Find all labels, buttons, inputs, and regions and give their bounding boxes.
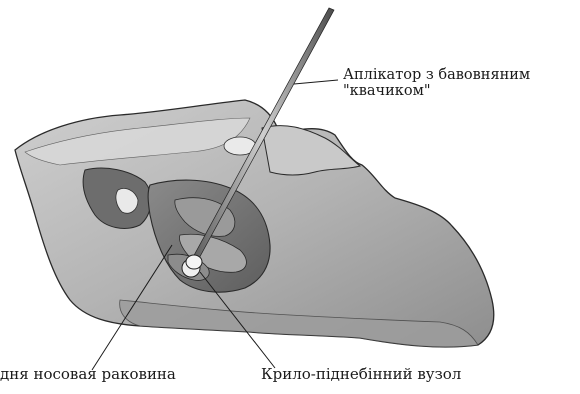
turbinate-label: дня носовая раковина <box>0 366 176 382</box>
cotton-tip <box>186 255 202 269</box>
applicator-label-line2: "квачиком" <box>343 83 530 99</box>
applicator-label-line1: Аплікатор з бавовняним <box>343 67 530 83</box>
leader-line-applicator <box>294 80 338 84</box>
applicator-label: Аплікатор з бавовняним "квачиком" <box>343 67 530 99</box>
ganglion-label: Крило-піднебінний вузол <box>261 366 461 382</box>
